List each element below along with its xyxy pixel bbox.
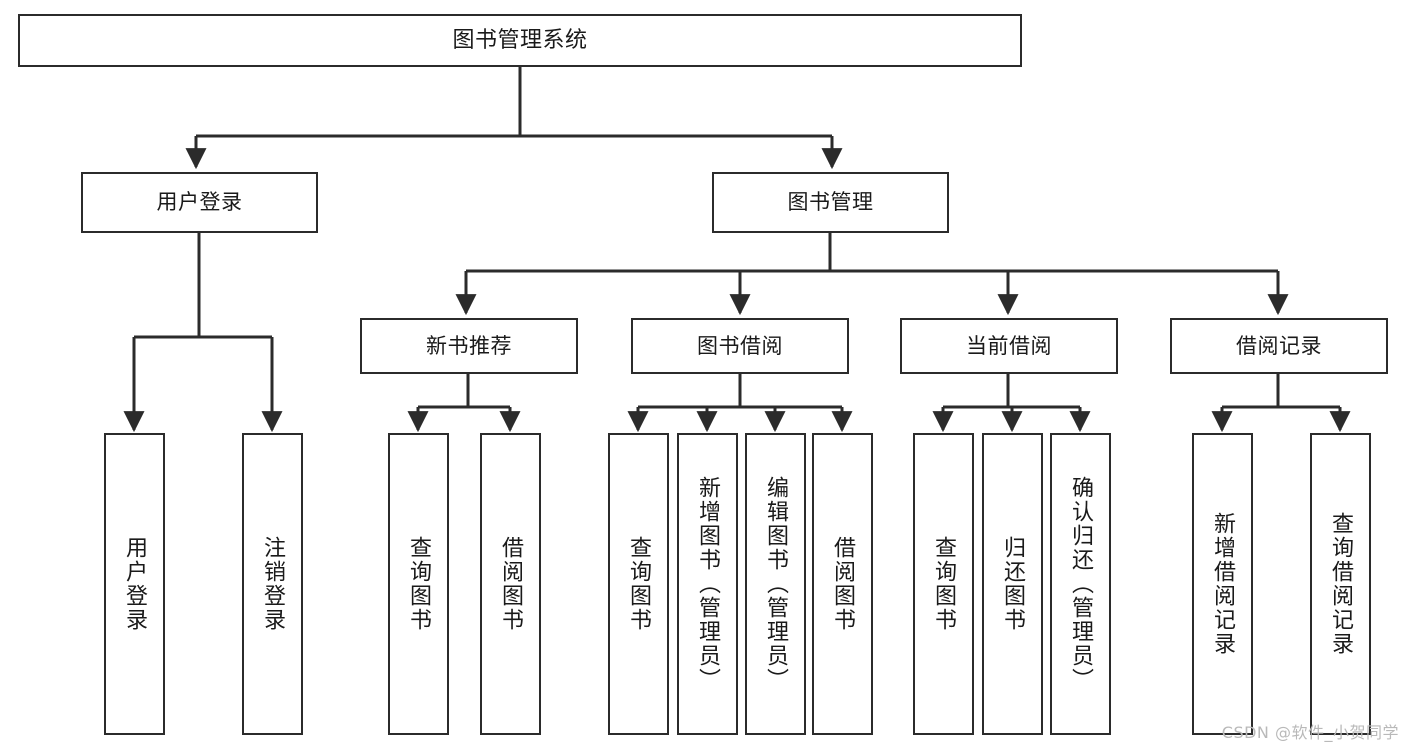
node-book-borrow[interactable]: 图书借阅 bbox=[631, 318, 849, 374]
leaf-borrow-record-1-label: 新增借阅记录 bbox=[1210, 512, 1236, 656]
leaf-borrow-record-1[interactable]: 新增借阅记录 bbox=[1192, 433, 1253, 735]
leaf-current-borrow-3[interactable]: 确认归还（管理员） bbox=[1050, 433, 1111, 735]
leaf-new-book-1[interactable]: 查询图书 bbox=[388, 433, 449, 735]
leaf-user-login-1[interactable]: 用户登录 bbox=[104, 433, 165, 735]
leaf-book-borrow-4[interactable]: 借阅图书 bbox=[812, 433, 873, 735]
leaf-borrow-record-2-label: 查询借阅记录 bbox=[1328, 512, 1354, 656]
node-root-label: 图书管理系统 bbox=[452, 27, 588, 53]
leaf-current-borrow-1[interactable]: 查询图书 bbox=[913, 433, 974, 735]
leaf-new-book-2[interactable]: 借阅图书 bbox=[480, 433, 541, 735]
leaf-borrow-record-2[interactable]: 查询借阅记录 bbox=[1310, 433, 1371, 735]
leaf-book-borrow-2-label: 新增图书（管理员） bbox=[695, 476, 721, 692]
node-current-borrow[interactable]: 当前借阅 bbox=[900, 318, 1118, 374]
leaf-current-borrow-2[interactable]: 归还图书 bbox=[982, 433, 1043, 735]
leaf-book-borrow-1[interactable]: 查询图书 bbox=[608, 433, 669, 735]
leaf-new-book-2-label: 借阅图书 bbox=[498, 536, 524, 632]
node-new-book-recommend[interactable]: 新书推荐 bbox=[360, 318, 578, 374]
leaf-book-borrow-2[interactable]: 新增图书（管理员） bbox=[677, 433, 738, 735]
node-user-login-label: 用户登录 bbox=[156, 190, 243, 215]
node-root[interactable]: 图书管理系统 bbox=[18, 14, 1022, 67]
node-borrow-record[interactable]: 借阅记录 bbox=[1170, 318, 1388, 374]
node-book-manage-label: 图书管理 bbox=[787, 190, 874, 215]
node-borrow-record-label: 借阅记录 bbox=[1236, 333, 1322, 358]
leaf-user-login-2-label: 注销登录 bbox=[260, 536, 286, 632]
leaf-new-book-1-label: 查询图书 bbox=[406, 536, 432, 632]
leaf-current-borrow-3-label: 确认归还（管理员） bbox=[1068, 476, 1094, 692]
leaf-book-borrow-3[interactable]: 编辑图书（管理员） bbox=[745, 433, 806, 735]
leaf-user-login-1-label: 用户登录 bbox=[122, 536, 148, 632]
leaf-book-borrow-4-label: 借阅图书 bbox=[830, 536, 856, 632]
node-new-book-recommend-label: 新书推荐 bbox=[426, 333, 512, 358]
node-book-borrow-label: 图书借阅 bbox=[697, 333, 783, 358]
node-current-borrow-label: 当前借阅 bbox=[966, 333, 1052, 358]
leaf-user-login-2[interactable]: 注销登录 bbox=[242, 433, 303, 735]
leaf-book-borrow-1-label: 查询图书 bbox=[626, 536, 652, 632]
node-book-manage[interactable]: 图书管理 bbox=[712, 172, 949, 233]
watermark: CSDN @软件_小贺同学 bbox=[1221, 723, 1399, 742]
leaf-current-borrow-2-label: 归还图书 bbox=[1000, 536, 1026, 632]
node-user-login[interactable]: 用户登录 bbox=[81, 172, 318, 233]
leaf-current-borrow-1-label: 查询图书 bbox=[931, 536, 957, 632]
leaf-book-borrow-3-label: 编辑图书（管理员） bbox=[763, 476, 789, 692]
